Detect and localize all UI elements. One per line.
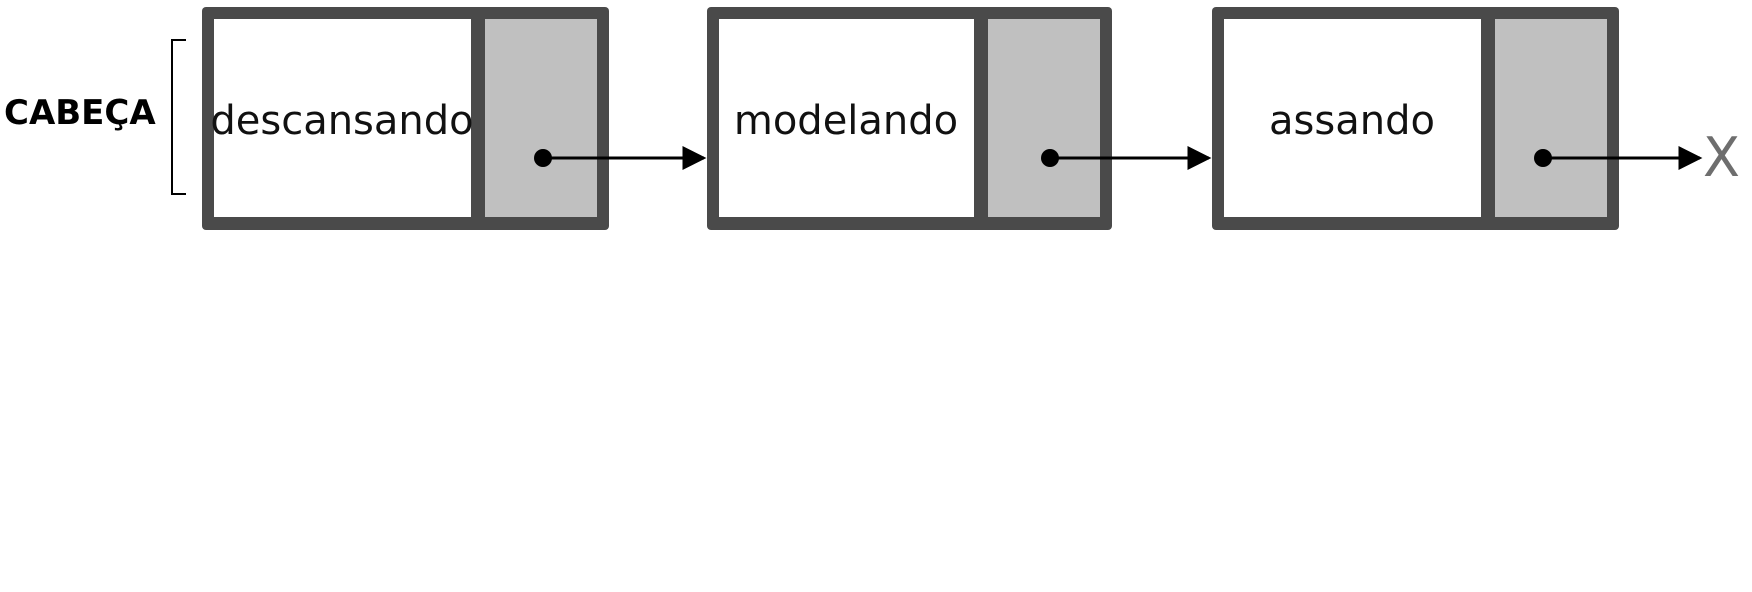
null-marker: X	[1703, 126, 1740, 189]
head-bracket	[171, 39, 186, 195]
node-2-pointer-cell	[988, 19, 1100, 217]
head-label: CABEÇA	[4, 93, 156, 133]
node-3-value: assando	[1269, 98, 1435, 144]
node-3-data-cell	[1224, 19, 1481, 217]
node-1-value: descansando	[210, 98, 473, 144]
node-3-pointer-cell	[1495, 19, 1607, 217]
list-node-2: modelando	[707, 7, 1112, 230]
node-1-data-cell	[214, 19, 471, 217]
list-node-3: assando	[1212, 7, 1619, 230]
list-node-1: descansando	[202, 7, 609, 230]
node-1-pointer-cell	[485, 19, 597, 217]
node-2-data-cell	[719, 19, 974, 217]
node-2-value: modelando	[734, 98, 958, 144]
